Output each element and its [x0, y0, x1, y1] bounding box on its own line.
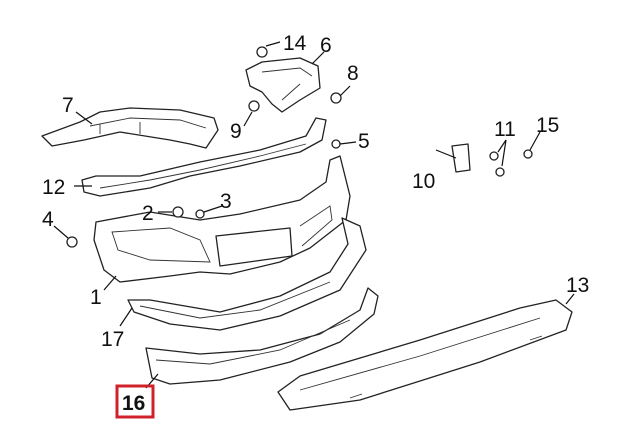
fasteners — [66, 46, 533, 248]
callout-10[interactable]: 10 — [412, 170, 435, 193]
callout-16[interactable]: 16 — [122, 392, 145, 415]
callout-17[interactable]: 17 — [101, 328, 124, 351]
callout-4[interactable]: 4 — [42, 208, 54, 231]
callout-14[interactable]: 14 — [283, 32, 307, 55]
callout-11[interactable]: 11 — [494, 118, 516, 141]
callout-2[interactable]: 2 — [142, 202, 154, 225]
callout-9[interactable]: 9 — [230, 120, 242, 143]
callout-7[interactable]: 7 — [62, 94, 74, 117]
part-12-retainer[interactable] — [81, 117, 327, 197]
part-13-impact-bar[interactable] — [277, 299, 573, 411]
part-10-bracket[interactable] — [451, 143, 471, 173]
part-17-valance[interactable] — [127, 217, 367, 331]
callout-8[interactable]: 8 — [347, 62, 359, 85]
callout-6[interactable]: 6 — [320, 34, 332, 57]
callout-12[interactable]: 12 — [42, 176, 65, 199]
callout-15[interactable]: 15 — [536, 114, 559, 137]
callout-13[interactable]: 13 — [566, 274, 589, 297]
callout-3[interactable]: 3 — [220, 190, 232, 213]
leader-lines — [53, 41, 575, 389]
part-16-deflector[interactable] — [145, 287, 379, 385]
highlight-box — [115, 384, 155, 419]
license-plate-recess — [215, 227, 293, 267]
callout-5[interactable]: 5 — [358, 130, 370, 153]
callout-1[interactable]: 1 — [90, 286, 102, 309]
part-7-bracket[interactable] — [41, 107, 219, 149]
